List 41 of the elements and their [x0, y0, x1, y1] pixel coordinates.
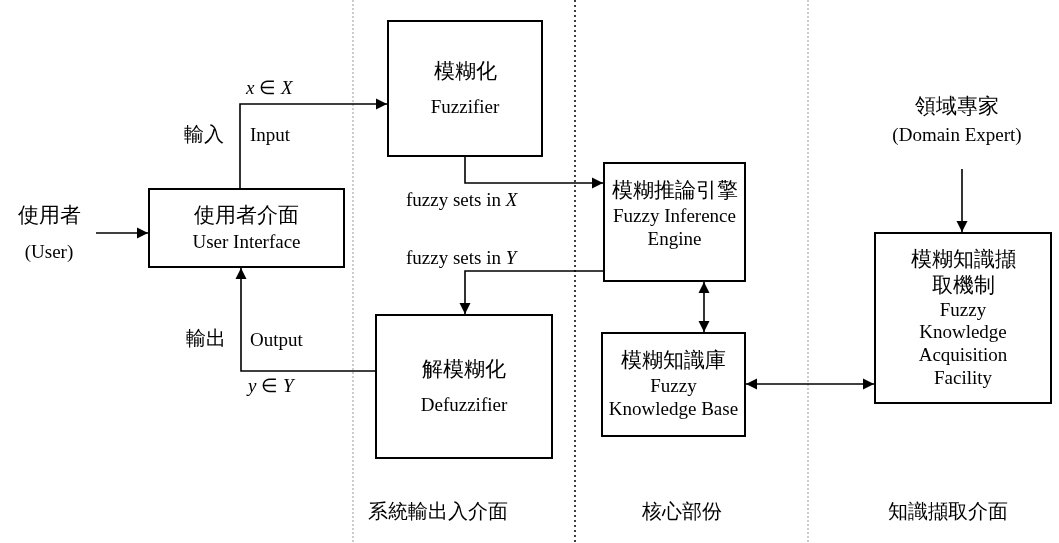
section-label: 知識擷取介面: [888, 500, 1008, 522]
arrow: [698, 281, 710, 333]
node-title: 使用者: [17, 202, 81, 229]
signal-label: y ∈ Y: [248, 376, 294, 397]
node-subtitle: Fuzzifier: [430, 96, 500, 119]
process-box: [387, 20, 543, 157]
signal-label: fuzzy sets in X: [406, 190, 518, 211]
process-box: [375, 314, 553, 459]
signal-label: 輸出: [186, 327, 226, 349]
signal-label: x ∈ X: [246, 78, 293, 99]
node-title: 使用者介面: [194, 202, 299, 229]
process-box: [148, 188, 345, 268]
node-subtitle: Fuzzy Knowledge Base: [607, 374, 740, 421]
node-subtitle: User Interface: [192, 230, 301, 254]
process-box: [603, 162, 746, 282]
arrow: [235, 267, 376, 372]
arrow: [464, 156, 604, 189]
node-title: 模糊知識庫: [621, 346, 726, 373]
signal-label: fuzzy sets in Y: [406, 248, 517, 269]
node-title: 領域專家: [915, 93, 999, 120]
node-title: 解模糊化: [422, 355, 506, 383]
section-label: 系統輸出入介面: [368, 500, 508, 522]
arrow: [956, 168, 968, 233]
node-subtitle: Fuzzy Inference Engine: [612, 205, 737, 251]
process-box: [601, 332, 746, 437]
node-subtitle: Fuzzy Knowledge Acquisition Facility: [917, 298, 1009, 390]
arrow: [459, 270, 604, 315]
node-title: 模糊化: [433, 57, 497, 85]
signal-label: Input: [250, 125, 291, 146]
signal-label: 輸入: [184, 123, 224, 145]
signal-label: Output: [250, 330, 303, 351]
arrow: [239, 98, 388, 189]
node-subtitle: Defuzzifier: [420, 394, 508, 417]
node-title: 模糊知識擷取機制: [909, 246, 1017, 299]
section-label: 核心部份: [642, 500, 722, 522]
arrow: [745, 378, 875, 390]
node-subtitle: (Domain Expert): [892, 123, 1022, 147]
node-title: 模糊推論引擎: [611, 177, 738, 204]
process-box: [874, 232, 1052, 404]
node-subtitle: (User): [24, 240, 74, 264]
arrow: [95, 227, 149, 239]
